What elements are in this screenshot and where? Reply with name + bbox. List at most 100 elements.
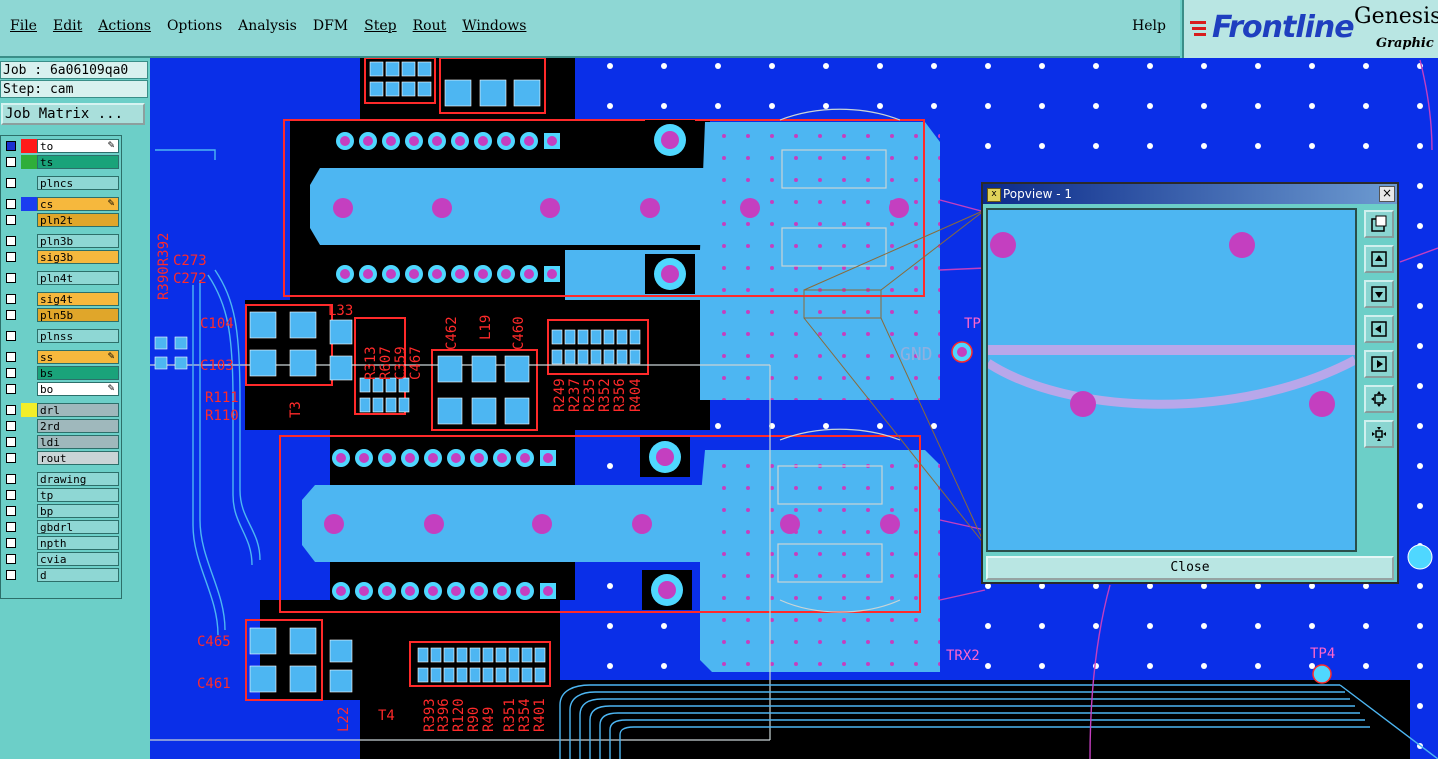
layer-row-tp[interactable]: tp [3, 488, 119, 502]
layer-checkbox[interactable] [6, 199, 16, 209]
layer-name[interactable]: ss [37, 350, 119, 364]
layer-row-npth[interactable]: npth [3, 536, 119, 550]
layer-checkbox[interactable] [6, 538, 16, 548]
layer-row-bp[interactable]: bp [3, 504, 119, 518]
layer-row-ldi[interactable]: ldi [3, 435, 119, 449]
layer-checkbox[interactable] [6, 178, 16, 188]
layer-row-ss[interactable]: ss✎ [3, 350, 119, 364]
layer-name[interactable]: cs [37, 197, 119, 211]
layer-name[interactable]: gbdrl [37, 520, 119, 534]
layer-checkbox[interactable] [6, 405, 16, 415]
layer-name[interactable]: sig3b [37, 250, 119, 264]
popview-titlebar[interactable]: x Popview - 1 × [983, 184, 1397, 204]
zoom-in-button[interactable] [1364, 385, 1394, 413]
layer-name[interactable]: bo [37, 382, 119, 396]
layer-row-sig3b[interactable]: sig3b [3, 250, 119, 264]
layer-checkbox[interactable] [6, 437, 16, 447]
pan-right-button[interactable] [1364, 350, 1394, 378]
layer-row-bs[interactable]: bs [3, 366, 119, 380]
layer-row-to[interactable]: to✎ [3, 139, 119, 153]
menu-step[interactable]: Step [364, 18, 397, 34]
layer-row-2rd[interactable]: 2rd [3, 419, 119, 433]
menu-help[interactable]: Help [1132, 18, 1166, 34]
layer-checkbox[interactable] [6, 453, 16, 463]
menu-file[interactable]: File [10, 18, 37, 34]
layer-color-swatch[interactable] [21, 139, 37, 153]
menu-dfm[interactable]: DFM [312, 18, 349, 34]
menu-windows[interactable]: Windows [462, 18, 527, 34]
zoom-out-button[interactable] [1364, 420, 1394, 448]
layer-name[interactable]: drawing [37, 472, 119, 486]
layer-checkbox[interactable] [6, 331, 16, 341]
layer-checkbox[interactable] [6, 522, 16, 532]
layer-checkbox[interactable] [6, 141, 16, 151]
layer-row-drl[interactable]: drl [3, 403, 119, 417]
layer-row-rout[interactable]: rout [3, 451, 119, 465]
menu-options[interactable]: Options [166, 18, 223, 34]
layer-name[interactable]: rout [37, 451, 119, 465]
layer-checkbox[interactable] [6, 252, 16, 262]
layer-checkbox[interactable] [6, 421, 16, 431]
popview-close-button[interactable]: Close [986, 556, 1394, 580]
layer-row-plnss[interactable]: plnss [3, 329, 119, 343]
layer-name[interactable]: drl [37, 403, 119, 417]
pan-left-button[interactable] [1364, 315, 1394, 343]
pan-up-button[interactable] [1364, 245, 1394, 273]
layer-name[interactable]: 2rd [37, 419, 119, 433]
layer-color-swatch[interactable] [21, 403, 37, 417]
layer-row-pln2t[interactable]: pln2t [3, 213, 119, 227]
layer-row-bo[interactable]: bo✎ [3, 382, 119, 396]
layer-checkbox[interactable] [6, 310, 16, 320]
layer-row-drawing[interactable]: drawing [3, 472, 119, 486]
zoom-home-button[interactable] [1364, 210, 1394, 238]
menu-edit[interactable]: Edit [52, 18, 83, 34]
layer-row-d[interactable]: d [3, 568, 119, 582]
layer-name[interactable]: pln2t [37, 213, 119, 227]
layer-checkbox[interactable] [6, 294, 16, 304]
layer-name[interactable]: bs [37, 366, 119, 380]
layer-row-gbdrl[interactable]: gbdrl [3, 520, 119, 534]
layer-checkbox[interactable] [6, 273, 16, 283]
layer-checkbox[interactable] [6, 506, 16, 516]
layer-row-cvia[interactable]: cvia [3, 552, 119, 566]
layer-checkbox[interactable] [6, 236, 16, 246]
layer-name[interactable]: cvia [37, 552, 119, 566]
layer-row-pln3b[interactable]: pln3b [3, 234, 119, 248]
layer-row-pln5b[interactable]: pln5b [3, 308, 119, 322]
layer-name[interactable]: ts [37, 155, 119, 169]
layer-name[interactable]: plnss [37, 329, 119, 343]
layer-checkbox[interactable] [6, 490, 16, 500]
menu-actions[interactable]: Actions [98, 18, 151, 34]
layer-checkbox[interactable] [6, 570, 16, 580]
close-icon[interactable]: × [1379, 186, 1395, 202]
menu-analysis[interactable]: Analysis [238, 18, 297, 34]
layer-name[interactable]: pln3b [37, 234, 119, 248]
layer-color-swatch[interactable] [21, 155, 37, 169]
layer-checkbox[interactable] [6, 157, 16, 167]
layer-name[interactable]: d [37, 568, 119, 582]
menu-rout[interactable]: Rout [412, 18, 447, 34]
layer-row-sig4t[interactable]: sig4t [3, 292, 119, 306]
layer-checkbox[interactable] [6, 384, 16, 394]
layer-name[interactable]: bp [37, 504, 119, 518]
layer-color-swatch[interactable] [21, 197, 37, 211]
popview-canvas[interactable] [986, 208, 1357, 552]
layer-row-cs[interactable]: cs✎ [3, 197, 119, 211]
layer-name[interactable]: ldi [37, 435, 119, 449]
layer-checkbox[interactable] [6, 215, 16, 225]
layer-row-pln4t[interactable]: pln4t [3, 271, 119, 285]
layer-checkbox[interactable] [6, 352, 16, 362]
layer-name[interactable]: plncs [37, 176, 119, 190]
layer-name[interactable]: sig4t [37, 292, 119, 306]
job-matrix-button[interactable]: Job Matrix ... [1, 103, 145, 125]
layer-name[interactable]: pln5b [37, 308, 119, 322]
layer-row-ts[interactable]: ts [3, 155, 119, 169]
layer-row-plncs[interactable]: plncs [3, 176, 119, 190]
layer-checkbox[interactable] [6, 554, 16, 564]
layer-name[interactable]: tp [37, 488, 119, 502]
layer-name[interactable]: to [37, 139, 119, 153]
pan-down-button[interactable] [1364, 280, 1394, 308]
layer-checkbox[interactable] [6, 474, 16, 484]
layer-name[interactable]: npth [37, 536, 119, 550]
layer-name[interactable]: pln4t [37, 271, 119, 285]
